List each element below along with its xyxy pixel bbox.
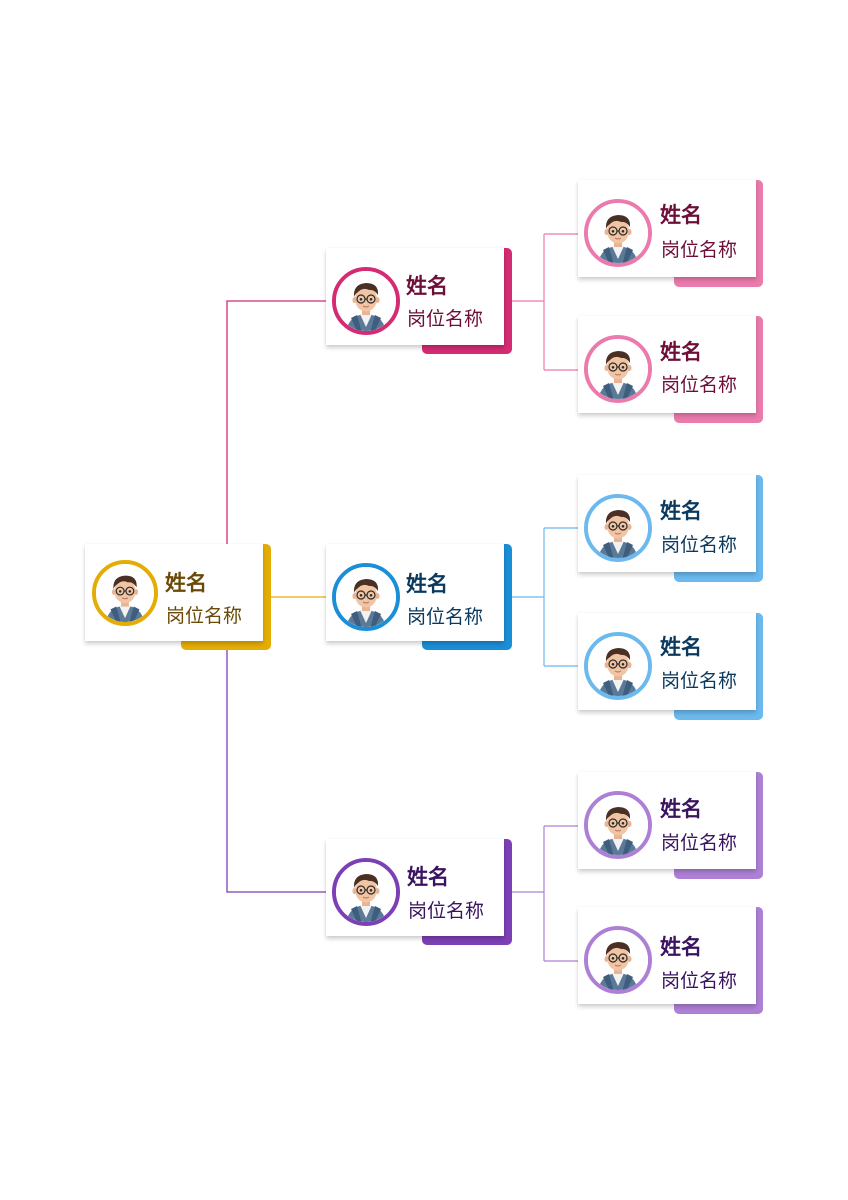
connector-manager-2-reports [512, 527, 578, 667]
org-node-manager-1[interactable]: 姓名 岗位名称 [326, 248, 512, 354]
connector-root-to-manager-1 [226, 300, 326, 546]
person-avatar-icon [584, 791, 652, 859]
node-title: 岗位名称 [661, 670, 738, 692]
connector-root-to-manager-3 [226, 650, 326, 893]
person-avatar-icon [584, 199, 652, 267]
org-node-report-2-1[interactable]: 姓名 岗位名称 [578, 475, 763, 582]
connector-manager-1-reports [512, 233, 578, 371]
person-avatar-icon [332, 858, 400, 926]
node-name: 姓名 [660, 797, 702, 821]
node-name: 姓名 [165, 571, 207, 595]
node-title: 岗位名称 [661, 832, 738, 854]
person-avatar-icon [584, 494, 652, 562]
node-title: 岗位名称 [166, 605, 243, 627]
node-name: 姓名 [660, 499, 702, 523]
org-node-manager-3[interactable]: 姓名 岗位名称 [326, 839, 512, 945]
person-avatar-icon [584, 632, 652, 700]
person-avatar-icon [584, 926, 652, 994]
person-avatar-icon [332, 267, 400, 335]
org-node-report-3-1[interactable]: 姓名 岗位名称 [578, 772, 763, 879]
node-name: 姓名 [660, 935, 702, 959]
person-avatar-icon [332, 563, 400, 631]
node-name: 姓名 [406, 274, 448, 298]
node-title: 岗位名称 [408, 900, 485, 922]
org-node-manager-2[interactable]: 姓名 岗位名称 [326, 544, 512, 650]
node-name: 姓名 [406, 572, 448, 596]
connector-manager-3-reports [512, 825, 578, 962]
org-node-report-1-2[interactable]: 姓名 岗位名称 [578, 316, 763, 423]
node-title: 岗位名称 [407, 606, 484, 628]
org-node-report-1-1[interactable]: 姓名 岗位名称 [578, 180, 763, 287]
person-avatar-icon [584, 335, 652, 403]
node-name: 姓名 [660, 635, 702, 659]
node-name: 姓名 [407, 865, 449, 889]
org-node-report-3-2[interactable]: 姓名 岗位名称 [578, 907, 763, 1014]
node-name: 姓名 [660, 203, 702, 227]
person-avatar-icon [92, 560, 158, 626]
node-title: 岗位名称 [661, 239, 738, 261]
org-node-root[interactable]: 姓名 岗位名称 [85, 544, 271, 650]
node-title: 岗位名称 [407, 308, 484, 330]
org-node-report-2-2[interactable]: 姓名 岗位名称 [578, 613, 763, 720]
node-title: 岗位名称 [661, 970, 738, 992]
node-title: 岗位名称 [661, 534, 738, 556]
node-name: 姓名 [660, 340, 702, 364]
node-title: 岗位名称 [661, 374, 738, 396]
